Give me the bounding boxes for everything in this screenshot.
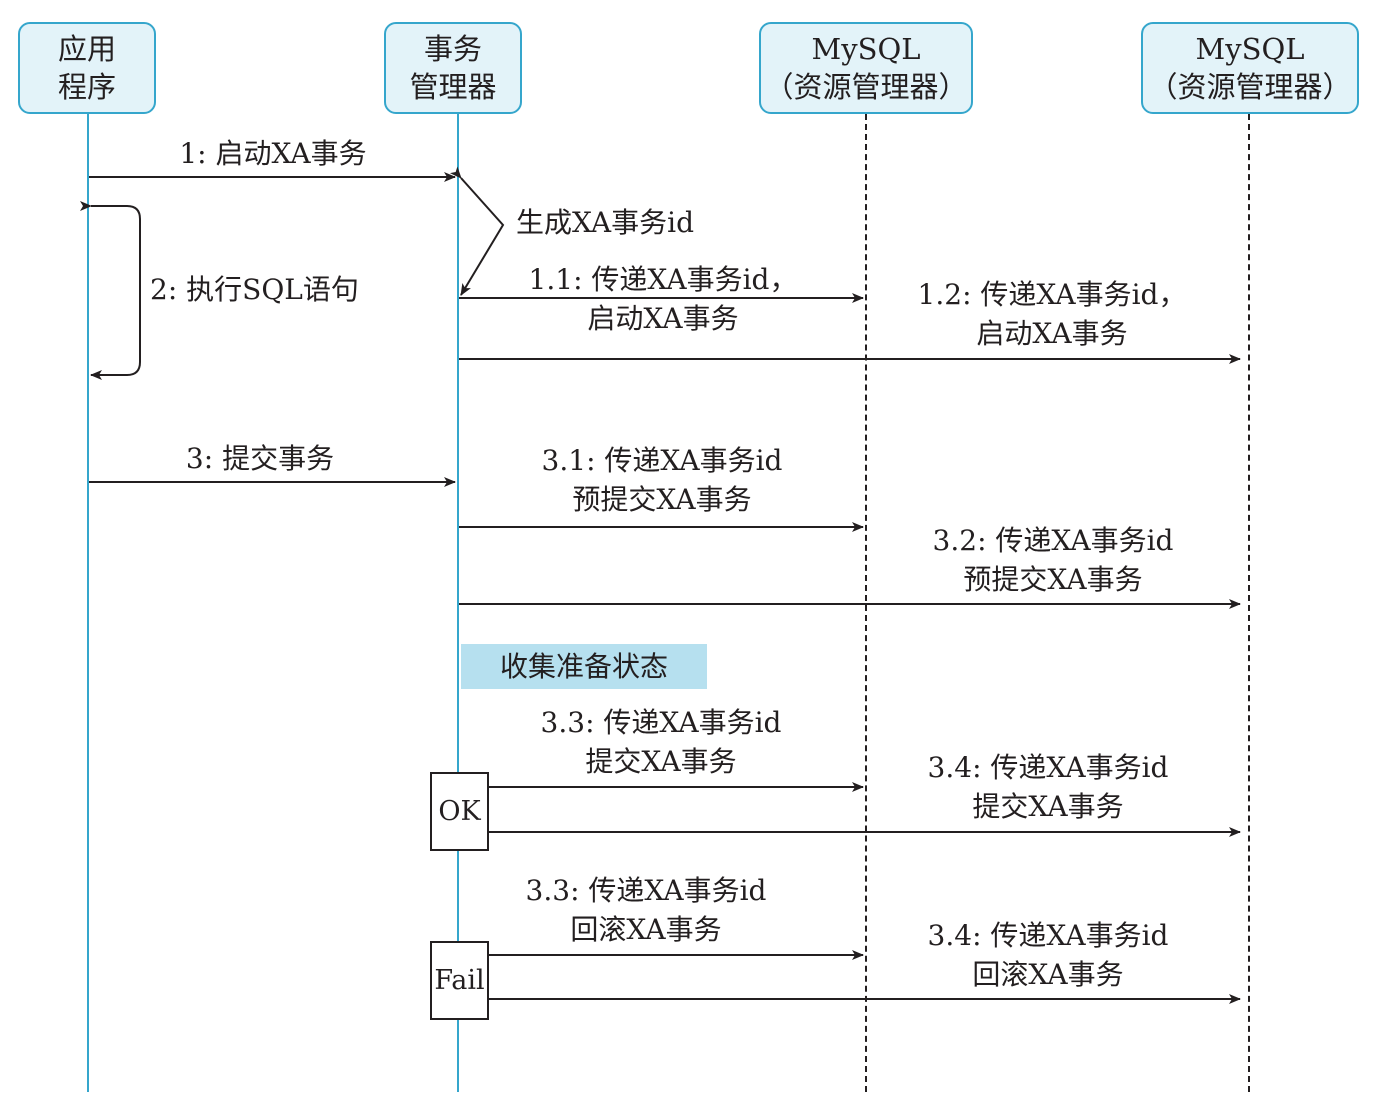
message-m3-3-fail-line1: 3.3: 传递XA事务id [525,874,767,907]
message-m3-4-ok-line1: 3.4: 传递XA事务id [927,751,1169,784]
message-m3-3-ok-line1: 3.3: 传递XA事务id [540,706,782,739]
participant-mysql-1-line1: MySQL [811,32,921,66]
message-m3-3-fail-line2: 回滚XA事务 [570,913,722,946]
arrow-self-tm [449,166,505,296]
lifeline-application [87,114,89,1092]
message-self-tm: 生成XA事务id [516,203,694,242]
message-self-tm-line1: 生成XA事务id [516,206,695,239]
participant-mysql-2-line1: MySQL [1195,32,1305,66]
message-m3-4-ok-line2: 提交XA事务 [972,790,1124,823]
message-m3-1-line2: 预提交XA事务 [572,483,752,516]
message-m1-2-line2: 启动XA事务 [976,317,1128,350]
participant-application: 应用 程序 [18,22,156,114]
message-m3-1-line1: 3.1: 传递XA事务id [541,444,783,477]
participant-mysql-2-line2: （资源管理器） [1148,70,1352,104]
participant-application-line2: 程序 [57,70,116,104]
message-m3-2: 3.2: 传递XA事务id 预提交XA事务 [933,521,1174,599]
message-self-app: 2: 执行SQL语句 [150,270,359,309]
message-self-app-line1: 2: 执行SQL语句 [150,273,359,306]
message-m3-4-fail: 3.4: 传递XA事务id 回滚XA事务 [928,916,1169,994]
message-m3-4-fail-line2: 回滚XA事务 [972,958,1124,991]
message-m3-2-line2: 预提交XA事务 [963,563,1143,596]
message-m1-1-line1: 1.1: 传递XA事务id， [528,263,798,296]
lifeline-transaction-manager [457,114,459,1092]
fail-status-box: Fail [430,941,489,1020]
collect-prepare-status-note: 收集准备状态 [461,644,707,689]
message-m3-line1: 3: 提交事务 [185,442,335,475]
message-m1-2: 1.2: 传递XA事务id， 启动XA事务 [918,275,1187,353]
ok-status-box: OK [430,772,489,851]
message-m3-1: 3.1: 传递XA事务id 预提交XA事务 [542,441,783,519]
message-m3-3-ok-line2: 提交XA事务 [585,745,737,778]
message-m1-line1: 1: 启动XA事务 [179,137,367,170]
message-m3: 3: 提交事务 [186,439,334,478]
message-m3-4-ok: 3.4: 传递XA事务id 提交XA事务 [928,748,1169,826]
message-m1-1: 1.1: 传递XA事务id， 启动XA事务 [529,260,798,338]
participant-mysql-1: MySQL （资源管理器） [759,22,973,114]
participant-application-line1: 应用 [57,32,116,66]
message-m3-3-fail: 3.3: 传递XA事务id 回滚XA事务 [526,871,767,949]
arrow-self-app [80,201,141,380]
message-m1-2-line1: 1.2: 传递XA事务id， [917,278,1187,311]
message-m3-3-ok: 3.3: 传递XA事务id 提交XA事务 [541,703,782,781]
message-m1: 1: 启动XA事务 [179,134,366,173]
participant-transaction-manager-line2: 管理器 [409,70,497,104]
message-m3-4-fail-line1: 3.4: 传递XA事务id [927,919,1169,952]
lifeline-mysql-2 [1248,114,1250,1092]
message-m1-1-line2: 启动XA事务 [587,302,739,335]
participant-transaction-manager: 事务 管理器 [384,22,522,114]
participant-mysql-1-line2: （资源管理器） [764,70,968,104]
message-m3-2-line1: 3.2: 传递XA事务id [932,524,1174,557]
participant-transaction-manager-line1: 事务 [423,32,482,66]
participant-mysql-2: MySQL （资源管理器） [1141,22,1359,114]
